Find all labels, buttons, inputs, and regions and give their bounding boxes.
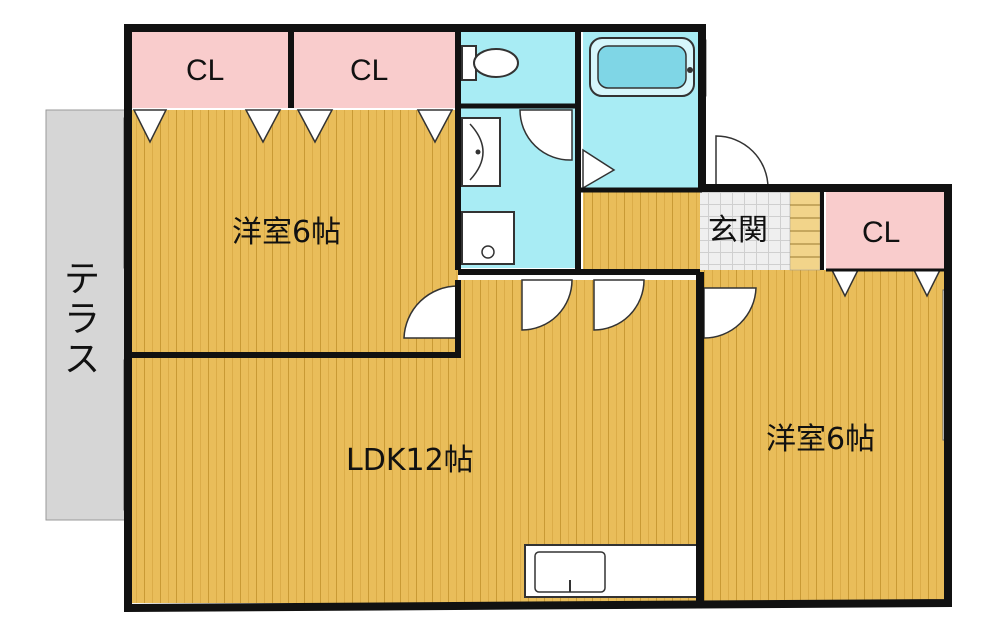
closet-2-label: CL — [350, 54, 389, 87]
closet-1-area — [128, 30, 291, 108]
western-room-right-label: 洋室6帖 — [766, 422, 876, 457]
closet-1-label: CL — [186, 54, 225, 87]
terrace-char-1: テ — [63, 259, 100, 300]
walls — [124, 24, 952, 613]
entrance-label: 玄関 — [708, 213, 768, 248]
western-room-left-label: 洋室6帖 — [232, 215, 342, 250]
wash-basin-icon — [461, 117, 501, 187]
kitchen-sink-icon — [524, 544, 698, 598]
terrace-char-3: ス — [63, 339, 100, 380]
closet-2-area — [292, 30, 455, 108]
closet-3-label: CL — [862, 216, 901, 249]
entrance-area — [700, 192, 790, 270]
hall-floor — [583, 192, 700, 270]
ldk-label: LDK12帖 — [346, 443, 474, 478]
terrace-area — [45, 109, 127, 521]
bathtub-icon — [589, 37, 695, 97]
washing-machine-icon — [461, 211, 515, 265]
door-swings — [403, 109, 769, 339]
closet-doors — [132, 109, 942, 298]
closet-3-area — [826, 192, 946, 270]
toilet-icon — [461, 45, 519, 81]
western-room-right-floor — [700, 270, 946, 603]
terrace-char-2: ラ — [63, 299, 100, 340]
terrace-label: テ ラ ス — [62, 260, 102, 380]
